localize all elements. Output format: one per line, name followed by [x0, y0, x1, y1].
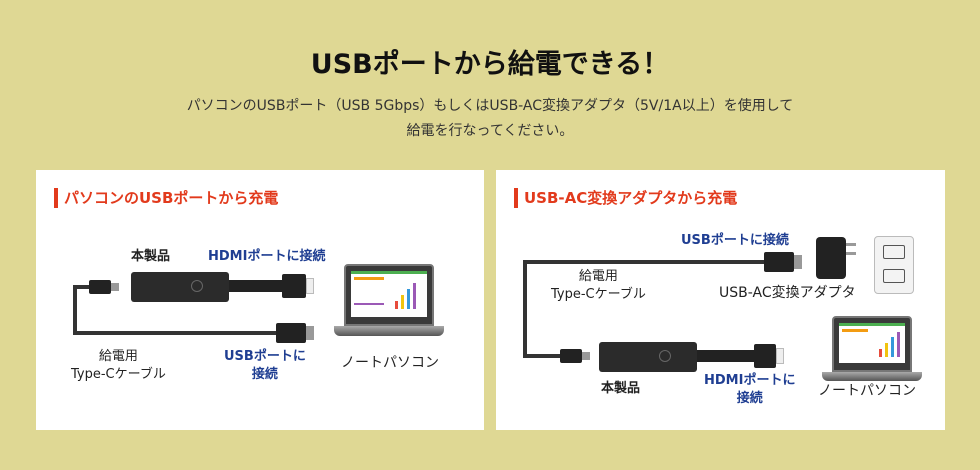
cable-label-line-2: Type-Cケーブル — [551, 287, 646, 302]
type-c-tip — [111, 283, 119, 291]
power-cable — [73, 285, 77, 335]
type-c-tip — [582, 352, 590, 360]
usb-a-tip — [794, 255, 802, 269]
usb-label-line-1: USBポートに — [224, 349, 306, 364]
panel-title: USB-AC変換アダプタから充電 — [514, 188, 737, 208]
power-cable-segment — [73, 331, 278, 335]
hdmi-plug — [754, 344, 776, 368]
cable-label: 給電用 Type-Cケーブル — [71, 348, 166, 384]
product-adapter — [599, 342, 697, 372]
panel-ac-adapter: USB-AC変換アダプタから充電 USBポートに接続 給電用 Type-Cケーブ… — [496, 170, 945, 430]
adapter-prong — [846, 252, 856, 255]
button-icon — [659, 350, 671, 362]
power-cable-segment — [73, 285, 93, 289]
laptop-base — [334, 326, 444, 336]
laptop-icon — [344, 264, 434, 326]
wall-outlet-icon — [874, 236, 914, 294]
usb-a-plug — [276, 323, 306, 343]
description-line-1: パソコンのUSBポート（USB 5Gbps）もしくはUSB-AC変換アダプタ（5… — [186, 98, 794, 114]
hdmi-label: HDMIポートに 接続 — [704, 372, 795, 408]
laptop-display — [351, 271, 427, 317]
panel-pc-usb: パソコンのUSBポートから充電 本製品 HDMIポートに接続 給電用 Type-… — [36, 170, 484, 430]
power-cable — [523, 260, 527, 356]
ac-adapter-icon — [816, 237, 846, 279]
laptop-label: ノートパソコン — [341, 355, 439, 371]
laptop-base — [822, 372, 922, 381]
usb-a-tip — [306, 326, 314, 340]
product-label: 本製品 — [601, 381, 641, 396]
power-cable-segment — [523, 354, 563, 358]
usb-label: USBポートに接続 — [681, 233, 789, 248]
description: パソコンのUSBポート（USB 5Gbps）もしくはUSB-AC変換アダプタ（5… — [0, 94, 980, 144]
hdmi-cable — [697, 350, 757, 362]
product-adapter — [131, 272, 229, 302]
hdmi-label-line-1: HDMIポートに — [704, 373, 796, 388]
button-icon — [191, 280, 203, 292]
adapter-prong — [846, 243, 856, 246]
cable-label-line-1: 給電用 — [98, 349, 138, 364]
panel-title: パソコンのUSBポートから充電 — [54, 188, 278, 208]
power-cable-segment — [523, 260, 768, 264]
hdmi-tip — [776, 348, 784, 364]
hdmi-cable — [229, 280, 284, 292]
type-c-plug — [89, 280, 111, 294]
product-label: 本製品 — [131, 249, 171, 264]
hdmi-plug — [282, 274, 306, 298]
hdmi-tip — [306, 278, 314, 294]
hdmi-label-line-2: 接続 — [736, 391, 763, 406]
type-c-plug — [560, 349, 582, 363]
laptop-display — [839, 323, 905, 363]
laptop-icon — [832, 316, 912, 372]
cable-label: 給電用 Type-Cケーブル — [551, 268, 646, 304]
cable-label-line-1: 給電用 — [578, 269, 618, 284]
description-line-2: 給電を行なってください。 — [406, 123, 574, 139]
usb-label-line-2: 接続 — [251, 367, 278, 382]
hdmi-label: HDMIポートに接続 — [208, 249, 326, 264]
adapter-label: USB-AC変換アダプタ — [719, 285, 856, 301]
cable-label-line-2: Type-Cケーブル — [71, 367, 166, 382]
usb-label: USBポートに 接続 — [224, 348, 306, 384]
laptop-label: ノートパソコン — [818, 383, 916, 399]
page-title: USBポートから給電できる！ — [310, 49, 670, 80]
usb-a-plug — [764, 252, 794, 272]
